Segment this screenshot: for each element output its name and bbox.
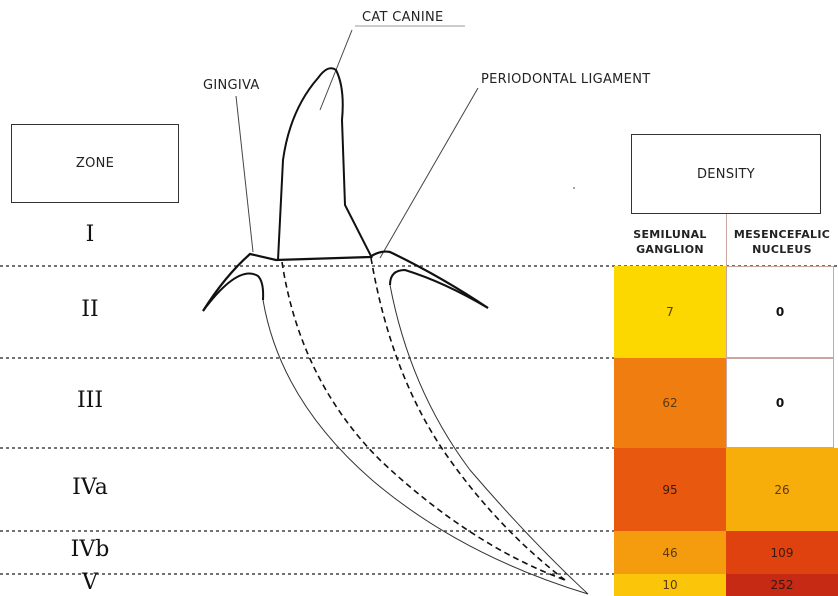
semilunal-cell: 46 — [614, 531, 726, 574]
semilunal-cell: 95 — [614, 448, 726, 531]
header-separator — [726, 214, 727, 266]
semilunal-cell: 62 — [614, 358, 726, 448]
zone-label: I — [86, 222, 95, 247]
gingiva-inner-right — [390, 270, 488, 308]
zone-label: IVb — [71, 537, 110, 562]
root-canal-left — [282, 262, 565, 580]
mesencefalic-cell: 26 — [726, 448, 838, 531]
gingiva-label: GINGIVA — [203, 78, 260, 93]
mesencefalic-nucleus-header: MESENCEFALIC NUCLEUS — [726, 227, 838, 257]
semilunal-ganglion-header: SEMILUNAL GANGLION — [614, 227, 726, 257]
zone-label: IVa — [72, 475, 108, 500]
diagram-title: CAT CANINE — [362, 10, 444, 25]
periodontal-ligament-label: PERIODONTAL LIGAMENT — [481, 72, 650, 87]
zone-box: ZONE — [11, 124, 179, 203]
gingiva-leader-line — [236, 96, 253, 252]
density-box: DENSITY — [631, 134, 821, 214]
mesencefalic-cell: 109 — [726, 531, 838, 574]
mesencefalic-cell: 252 — [726, 574, 838, 596]
speck — [573, 187, 575, 189]
zone-label: III — [77, 388, 103, 413]
semilunal-cell: 10 — [614, 574, 726, 596]
root-outline-right — [390, 285, 588, 594]
gingiva-inner-left — [203, 274, 263, 311]
leader-lines — [236, 30, 478, 258]
periodontal-leader-line — [380, 88, 478, 258]
mesencefalic-cell: 0 — [726, 266, 834, 358]
zone-label: II — [81, 297, 98, 322]
semilunal-cell: 7 — [614, 266, 726, 358]
zone-label: V — [82, 570, 98, 595]
root-outline-left — [263, 300, 588, 594]
gingiva-line — [203, 252, 488, 311]
mesencefalic-cell: 0 — [726, 358, 834, 448]
